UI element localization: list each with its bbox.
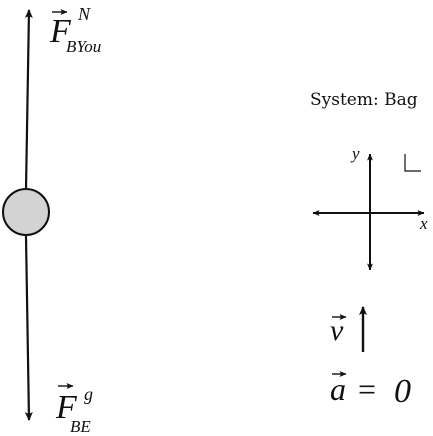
gravity-force-symbol: F (55, 389, 78, 426)
normal-force-symbol: F (49, 13, 72, 50)
particle-bag (2, 188, 50, 236)
gravity-force-label: F g BE (55, 383, 93, 436)
normal-force-label: F N BYou (49, 4, 101, 56)
gravity-force-superscript: g (84, 384, 93, 404)
right-angle-mark (404, 154, 421, 172)
acceleration-equals: = (358, 371, 376, 407)
normal-force-subscript: BYou (66, 37, 101, 56)
normal-force-superscript: N (77, 4, 91, 24)
y-axis-label: y (350, 144, 360, 163)
velocity-symbol: v (330, 314, 344, 347)
velocity-indicator: v (330, 306, 367, 352)
acceleration-equation: a = 0 (330, 371, 411, 410)
acceleration-symbol: a (330, 371, 346, 407)
coordinate-axes: x y (312, 144, 428, 271)
normal-force-arrow (24, 9, 33, 191)
system-label: System: Bag (310, 90, 418, 110)
acceleration-value: 0 (394, 373, 411, 410)
x-axis-label: x (419, 214, 428, 233)
gravity-force-subscript: BE (70, 417, 91, 436)
gravity-force-arrow (24, 235, 33, 421)
